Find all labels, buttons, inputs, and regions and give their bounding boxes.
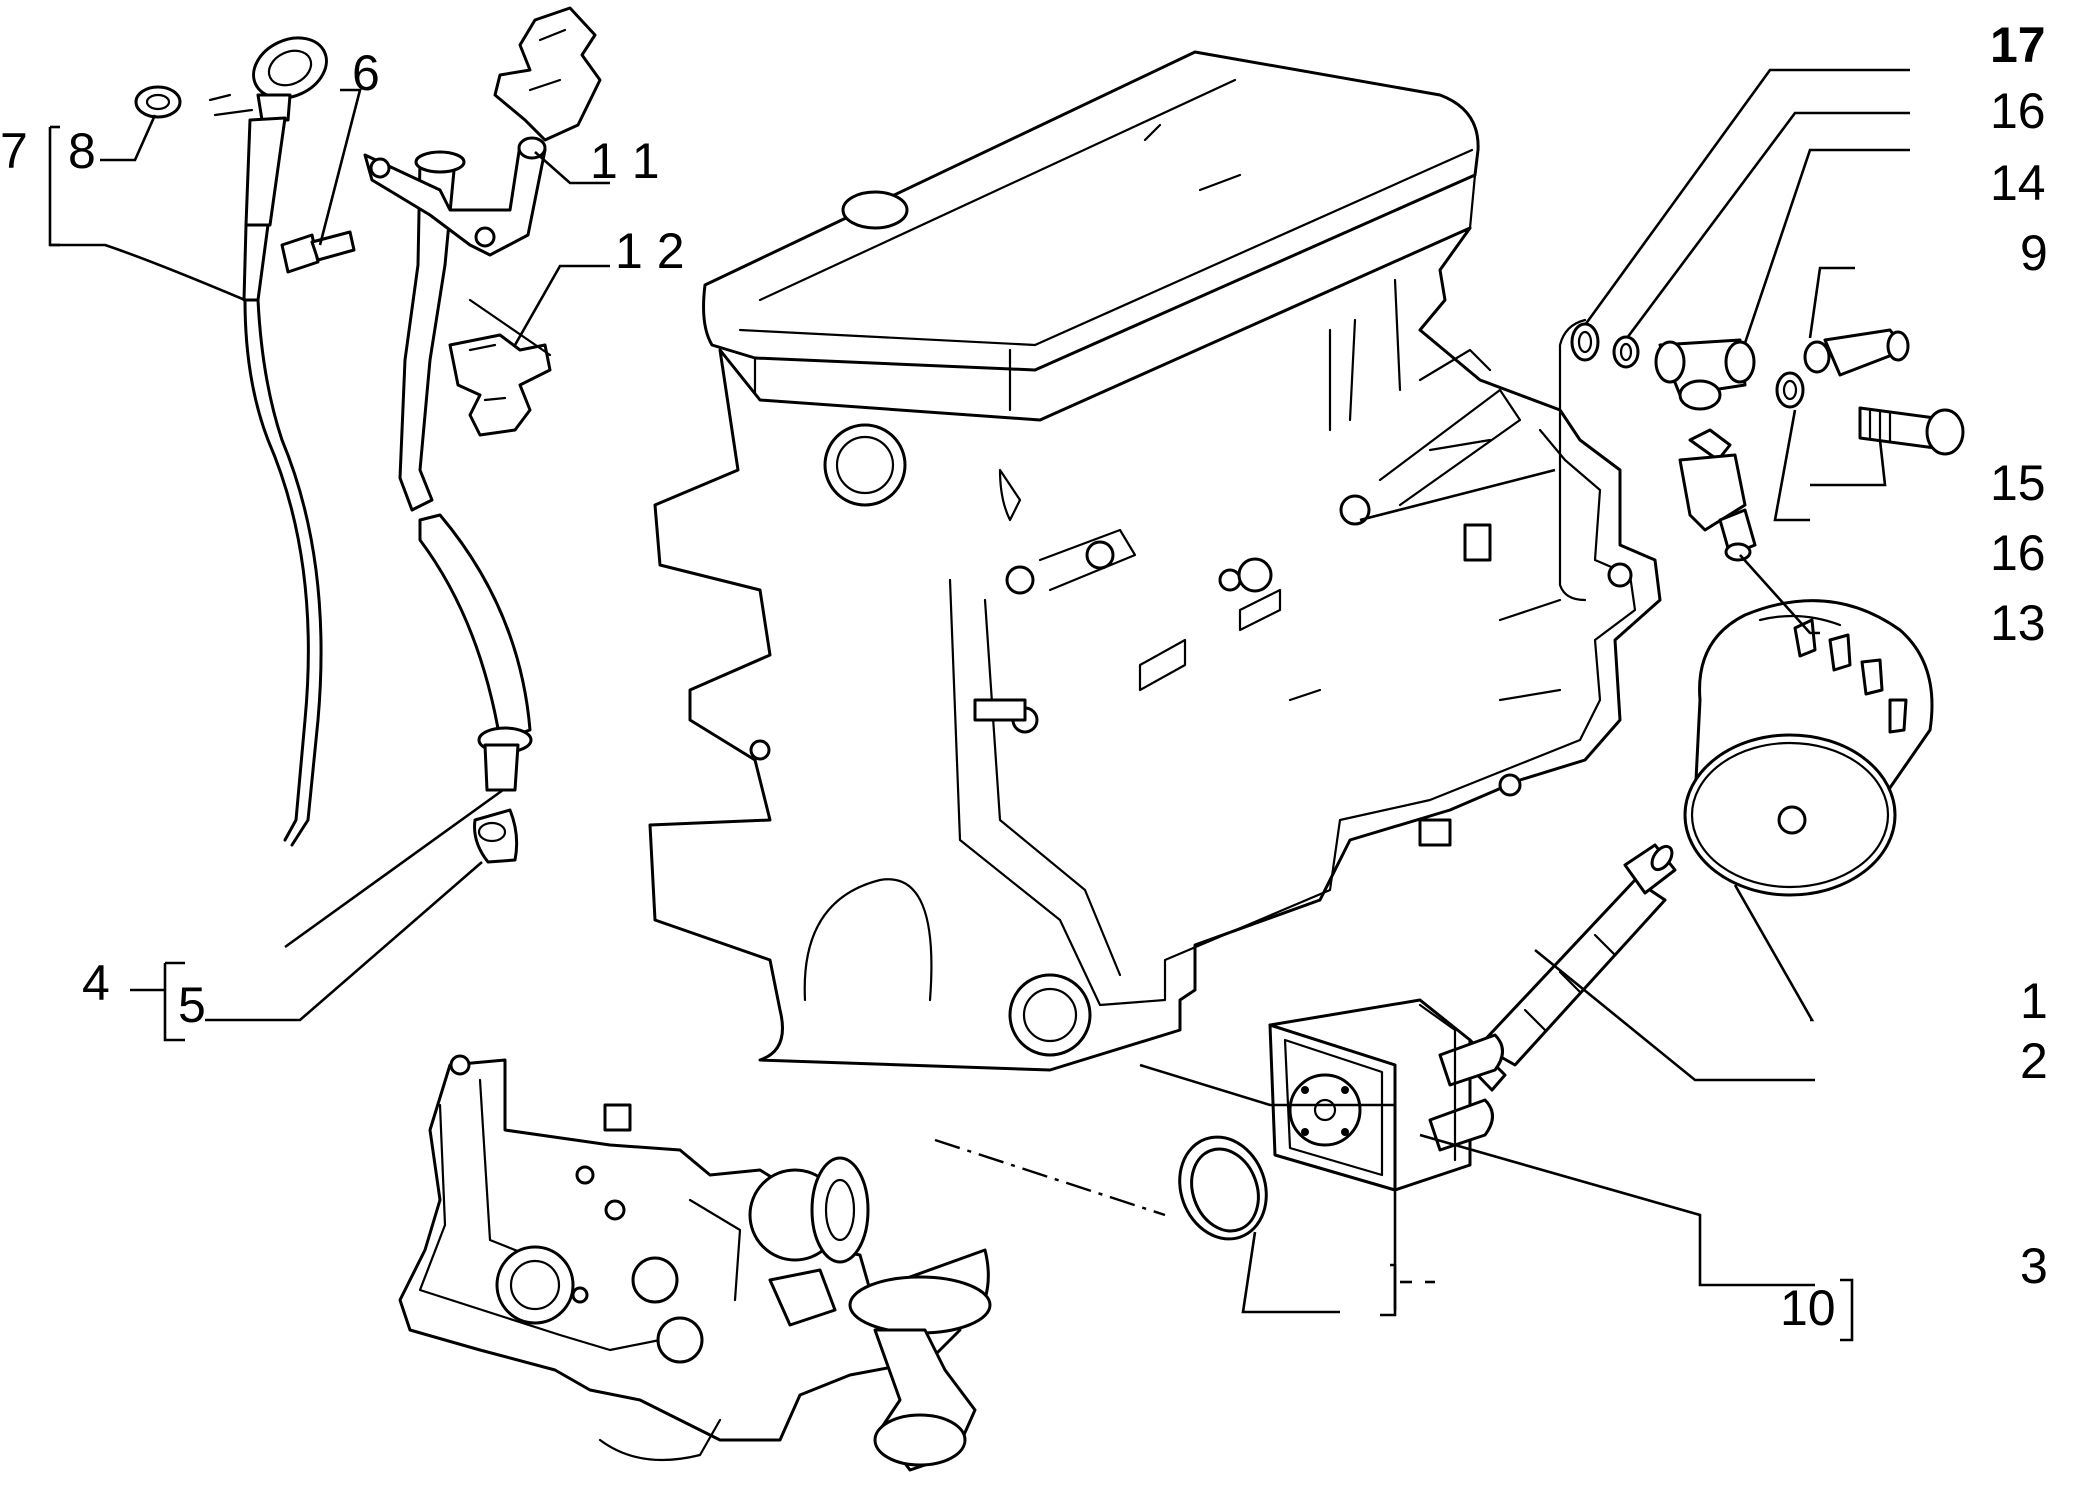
oil-filter	[1683, 599, 1934, 897]
callout-8: 8	[68, 123, 96, 179]
leader-lines	[48, 68, 1910, 1317]
seal-ring-10	[1178, 1135, 1268, 1241]
oil-pump-housing	[398, 1054, 992, 1472]
callout-5: 5	[178, 977, 206, 1033]
callout-7: 7	[0, 123, 28, 179]
callout-16a: 16	[1990, 83, 2046, 139]
callout-13: 13	[1990, 595, 2046, 651]
bolt-6	[280, 230, 356, 274]
callout-3-bracket	[1840, 1278, 1854, 1342]
sensor-fittings	[1558, 318, 1965, 602]
clip-11	[493, 6, 602, 160]
callout-17: 17	[1990, 17, 2046, 73]
callout-6: 6	[352, 45, 380, 101]
callout-10: 10	[1780, 1280, 1836, 1336]
callout-1: 1	[2020, 973, 2048, 1029]
pump-alignment-axis	[934, 1138, 1166, 1217]
dipstick	[208, 36, 328, 847]
callout-12: 1 2	[615, 223, 685, 279]
callout-16b: 16	[1990, 525, 2046, 581]
callout-14: 14	[1990, 155, 2046, 211]
callout-3: 3	[2020, 1238, 2048, 1294]
clip-12	[448, 298, 552, 437]
callout-11: 1 1	[590, 133, 660, 189]
callout-15: 15	[1990, 455, 2046, 511]
callout-9: 9	[2020, 225, 2048, 281]
callout-4: 4	[82, 955, 110, 1011]
engine-block	[648, 50, 1662, 1072]
dipstick-tube	[363, 143, 547, 864]
callout-2: 2	[2020, 1033, 2048, 1089]
dipstick-seal-ring	[134, 85, 182, 119]
oil-cooler	[1268, 998, 1504, 1192]
